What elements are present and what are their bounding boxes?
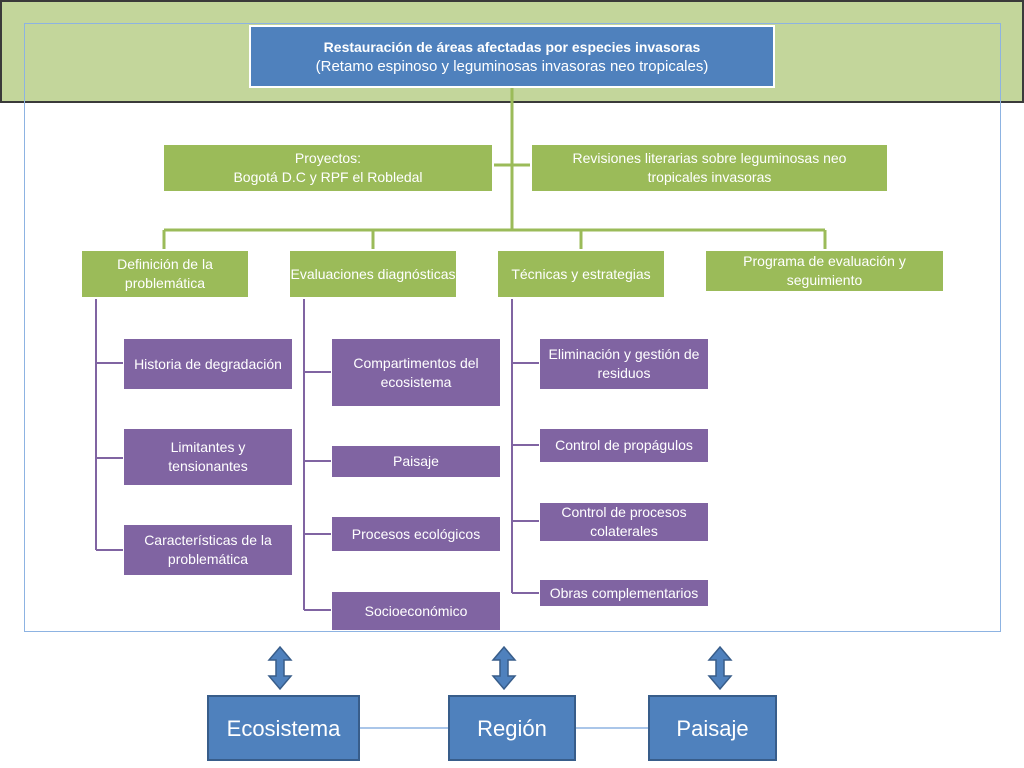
- main-title-box: Restauración de áreas afectadas por espe…: [249, 25, 775, 88]
- item-label: Paisaje: [393, 453, 439, 469]
- item-caracteristicas: Características de la problemática: [123, 524, 293, 576]
- item-eliminacion: Eliminación y gestión de residuos: [539, 338, 709, 390]
- item-label: Características de la problemática: [144, 532, 272, 567]
- paisaje-box: Paisaje: [648, 695, 777, 761]
- item-socioeconomico: Socioeconómico: [331, 591, 501, 631]
- double-arrow-icon: [707, 645, 733, 691]
- proyectos-detail: Bogotá D.C y RPF el Robledal: [233, 169, 423, 185]
- col-evaluaciones-label: Evaluaciones diagnósticas: [290, 265, 456, 282]
- item-label: Compartimentos del ecosistema: [353, 354, 479, 390]
- item-compartimentos: Compartimentos del ecosistema: [331, 338, 501, 407]
- item-label: Control de procesos colaterales: [561, 504, 687, 539]
- proyectos-box: Proyectos: Bogotá D.C y RPF el Robledal: [162, 143, 494, 193]
- ecosistema-box: Ecosistema: [207, 695, 360, 761]
- col-tecnicas-box: Técnicas y estrategias: [496, 249, 666, 299]
- revisiones-label: Revisiones literarias sobre leguminosas …: [572, 150, 847, 185]
- item-control-propagulos: Control de propágulos: [539, 428, 709, 463]
- item-paisaje: Paisaje: [331, 445, 501, 478]
- item-limitantes: Limitantes y tensionantes: [123, 428, 293, 486]
- item-label: Obras complementarios: [549, 584, 699, 601]
- item-label: Eliminación y gestión de residuos: [548, 346, 700, 381]
- col-definicion-box: Definición de la problemática: [80, 249, 250, 299]
- title-line-1: Restauración de áreas afectadas por espe…: [323, 38, 701, 55]
- title-line-2: (Retamo espinoso y leguminosas invasoras…: [315, 57, 709, 75]
- item-label: Limitantes y tensionantes: [168, 439, 248, 474]
- item-historia: Historia de degradación: [123, 338, 293, 390]
- item-label: Historia de degradación: [134, 355, 282, 372]
- col-programa-box: Programa de evaluación y seguimiento: [704, 249, 945, 293]
- double-arrow-icon: [267, 645, 293, 691]
- item-label: Socioeconómico: [364, 602, 468, 619]
- ecosistema-label: Ecosistema: [226, 715, 341, 741]
- item-control-procesos: Control de procesos colaterales: [539, 502, 709, 542]
- paisaje-label: Paisaje: [676, 715, 749, 741]
- region-box: Región: [448, 695, 576, 761]
- col-tecnicas-label: Técnicas y estrategias: [511, 265, 651, 282]
- region-label: Región: [477, 715, 547, 741]
- item-label: Control de propágulos: [555, 437, 693, 453]
- proyectos-heading: Proyectos:: [294, 150, 362, 166]
- col-definicion-label: Definición de la problemática: [117, 256, 213, 291]
- double-arrow-icon: [491, 645, 517, 691]
- diagram-frame: [24, 23, 1001, 632]
- revisiones-box: Revisiones literarias sobre leguminosas …: [530, 143, 889, 193]
- col-programa-label: Programa de evaluación y seguimiento: [743, 253, 906, 288]
- item-obras: Obras complementarios: [539, 579, 709, 607]
- col-evaluaciones-box: Evaluaciones diagnósticas: [288, 249, 458, 299]
- item-procesos-ecologicos: Procesos ecológicos: [331, 516, 501, 552]
- item-label: Procesos ecológicos: [351, 525, 481, 542]
